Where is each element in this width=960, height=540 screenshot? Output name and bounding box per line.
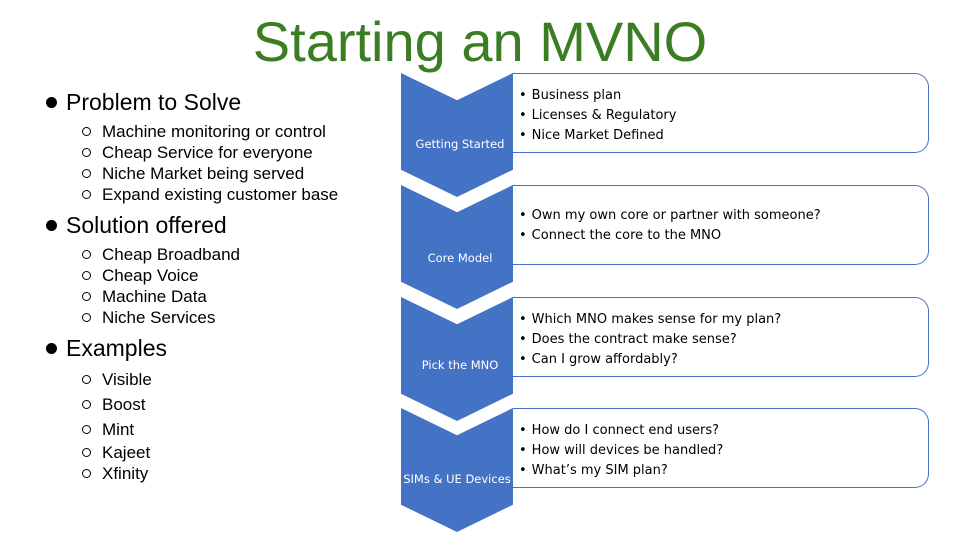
step-box-pick-mno: Which MNO makes sense for my plan? Does …	[513, 297, 929, 377]
item-text: Niche Services	[102, 308, 216, 327]
bullet-dot-icon	[46, 219, 57, 231]
step-label-getting-started: Getting Started	[415, 137, 505, 151]
item-text: Xfinity	[102, 464, 149, 483]
circle-bullet-icon	[82, 148, 91, 157]
heading-text: Problem to Solve	[66, 89, 242, 115]
circle-bullet-icon	[82, 127, 91, 136]
bullet-list: Problem to Solve Machine monitoring or c…	[46, 86, 386, 484]
list-item: Visible	[82, 367, 386, 392]
circle-bullet-icon	[82, 400, 91, 409]
step-point: Can I grow affordably?	[519, 350, 928, 370]
list-item: Niche Services	[82, 307, 386, 328]
bullet-dot-icon	[46, 342, 57, 354]
list-item: Niche Market being served	[82, 163, 386, 184]
list-item: Boost	[82, 392, 386, 417]
section-heading-solution: Solution offered	[46, 211, 386, 239]
chevron-shape	[401, 408, 513, 532]
item-text: Kajeet	[102, 443, 151, 462]
item-text: Cheap Service for everyone	[102, 143, 313, 162]
circle-bullet-icon	[82, 271, 91, 280]
list-item: Machine Data	[82, 286, 386, 307]
circle-bullet-icon	[82, 375, 91, 384]
step-box-core-model: Own my own core or partner with someone?…	[513, 185, 929, 265]
item-text: Mint	[102, 420, 135, 439]
list-item: Cheap Service for everyone	[82, 142, 386, 163]
step-point: Own my own core or partner with someone?	[519, 206, 928, 226]
circle-bullet-icon	[82, 448, 91, 457]
list-item: Cheap Voice	[82, 265, 386, 286]
section-heading-problem: Problem to Solve	[46, 88, 386, 116]
chevron-shape	[401, 73, 513, 197]
list-item: Xfinity	[82, 463, 386, 484]
slide-title: Starting an MVNO	[252, 10, 708, 73]
step-box-getting-started: Business plan Licenses & Regulatory Nice…	[513, 73, 929, 153]
circle-bullet-icon	[82, 425, 91, 434]
circle-bullet-icon	[82, 313, 91, 322]
item-text: Machine monitoring or control	[102, 122, 326, 141]
step-point: Licenses & Regulatory	[519, 106, 928, 126]
bullet-dot-icon	[46, 96, 57, 108]
step-point: Nice Market Defined	[519, 126, 928, 146]
step-point: Does the contract make sense?	[519, 330, 928, 350]
item-text: Expand existing customer base	[102, 185, 339, 204]
item-text: Visible	[102, 370, 152, 389]
circle-bullet-icon	[82, 169, 91, 178]
item-text: Niche Market being served	[102, 164, 305, 183]
step-point: Connect the core to the MNO	[519, 226, 928, 246]
step-label-core-model: Core Model	[427, 251, 493, 265]
item-text: Machine Data	[102, 287, 207, 306]
chevron-shape	[401, 185, 513, 309]
circle-bullet-icon	[82, 469, 91, 478]
list-item: Kajeet	[82, 442, 386, 463]
circle-bullet-icon	[82, 190, 91, 199]
section-heading-examples: Examples	[46, 334, 386, 362]
step-point: Which MNO makes sense for my plan?	[519, 310, 928, 330]
list-item: Cheap Broadband	[82, 244, 386, 265]
item-text: Cheap Voice	[102, 266, 199, 285]
step-point: Business plan	[519, 86, 928, 106]
step-point: What’s my SIM plan?	[519, 461, 928, 481]
heading-text: Examples	[66, 335, 167, 361]
step-label-sims-devices: SIMs & UE Devices	[403, 472, 511, 486]
heading-text: Solution offered	[66, 212, 227, 238]
circle-bullet-icon	[82, 292, 91, 301]
list-item: Expand existing customer base	[82, 184, 386, 205]
step-box-sims-devices: How do I connect end users? How will dev…	[513, 408, 929, 488]
circle-bullet-icon	[82, 250, 91, 259]
list-item: Mint	[82, 417, 386, 442]
step-point: How will devices be handled?	[519, 441, 928, 461]
list-item: Machine monitoring or control	[82, 121, 386, 142]
item-text: Boost	[102, 395, 146, 414]
step-point: How do I connect end users?	[519, 421, 928, 441]
item-text: Cheap Broadband	[102, 245, 241, 264]
step-label-pick-mno: Pick the MNO	[421, 358, 499, 372]
